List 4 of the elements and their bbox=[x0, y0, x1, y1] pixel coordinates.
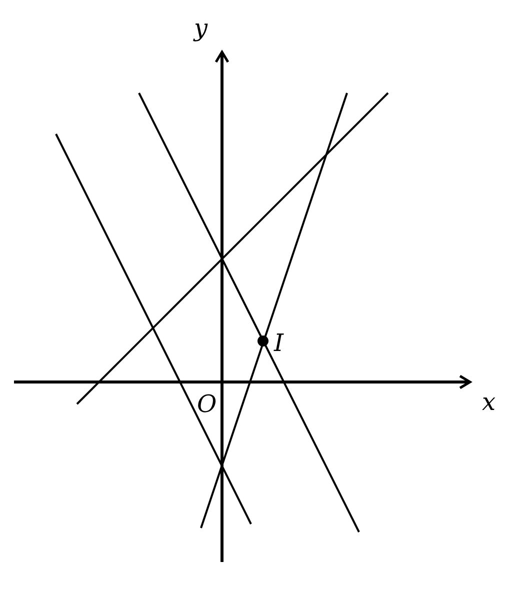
point-label: I bbox=[274, 331, 284, 355]
axis-label: y bbox=[194, 16, 208, 40]
origin-label: O bbox=[197, 392, 217, 416]
axis-label: x bbox=[482, 390, 496, 414]
